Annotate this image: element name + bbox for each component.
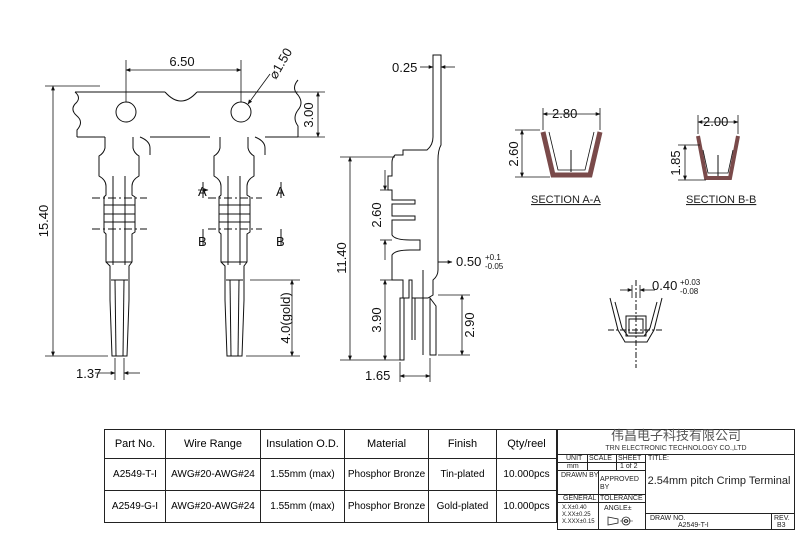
dim-3-90: 3.90 [369,307,384,332]
dim-15-40: 15.40 [36,205,51,238]
cell-insulation: 1.55mm (max) [260,490,345,523]
projection-symbol-icon [607,516,633,526]
dim-2-60-side: 2.60 [369,202,384,227]
title-block: 伟昌电子科技有限公司 TRN ELECTRONIC TECHNOLOGY CO.… [557,429,795,530]
sheet-label: SHEET [618,455,642,462]
header-insulation: Insulation O.D. [260,429,345,459]
dim-2-80: 2.80 [552,106,577,121]
approved-by-label: APPROVED BY [600,476,639,491]
dim-0-40-tol-plus: +0.03 [680,278,701,287]
cell-wire-range: AWG#20-AWG#24 [165,458,261,491]
dim-0-50: 0.50 [456,254,481,269]
section-bb [696,135,740,180]
cell-material: Phosphor Bronze [344,490,429,523]
drawing-title: 2.54mm pitch Crimp Terminal [647,475,791,487]
section-aa-label: SECTION A-A [531,194,601,206]
cell-part-no: A2549-G-I [104,490,166,523]
front-view [72,79,302,357]
header-wire-range: Wire Range [165,429,261,459]
cell-qty: 10.000pcs [496,458,557,491]
cell-qty: 10.000pcs [496,490,557,523]
cell-insulation: 1.55mm (max) [260,458,345,491]
cell-part-no: A2549-T-I [104,458,166,491]
side-dimensions [340,55,470,382]
section-mark-a-left: A [198,184,207,199]
dim-4-0-gold: 4.0(gold) [278,292,293,343]
dim-2-90: 2.90 [462,312,477,337]
end-view-dims [620,285,655,298]
dim-2-00: 2.00 [703,114,728,129]
rev-label: REV. [774,515,790,522]
drawn-by-label: DRAWN BY [561,472,599,479]
sheet-value: 1 of 2 [620,463,638,470]
section-mark-b-right: B [276,234,285,249]
header-qty: Qty/reel [496,429,557,459]
tol-3: X.XXX±0.15 [562,519,595,525]
unit-value: mm [567,463,579,470]
table-row: A2549-T-I AWG#20-AWG#24 1.55mm (max) Pho… [104,458,557,491]
tolerance-label: TOLERANCE [600,495,643,502]
cell-finish: Tin-plated [428,458,497,491]
dim-1-65: 1.65 [365,368,390,383]
section-mark-b-left: B [198,234,207,249]
dim-0-25: 0.25 [392,60,417,75]
unit-label: UNIT [566,455,583,462]
table-header-row: Part No. Wire Range Insulation O.D. Mate… [104,429,557,459]
front-dimensions [45,60,325,380]
header-finish: Finish [428,429,497,459]
dim-1-37: 1.37 [76,366,101,381]
section-bb-label: SECTION B-B [686,194,756,206]
general-label: GENERAL [563,495,597,502]
title-label: TITLE: [648,455,670,462]
angle-label: ANGLE± [604,505,632,512]
tol-2: X.XX±0.25 [562,512,591,518]
dim-1-85: 1.85 [668,150,683,175]
dim-0-40-tol-minus: -0.08 [680,287,699,296]
draw-no: A2549-T-I [678,522,709,529]
tol-1: X.X±0.40 [562,505,587,511]
section-bb-dims [678,115,739,181]
section-mark-a-right: A [276,184,285,199]
parts-table: Part No. Wire Range Insulation O.D. Mate… [104,429,557,523]
end-view [608,280,664,368]
side-view [387,54,442,361]
rev-value: B3 [777,522,786,529]
table-row: A2549-G-I AWG#20-AWG#24 1.55mm (max) Pho… [104,490,557,523]
dim-11-40: 11.40 [334,242,349,274]
dim-0-50-tol-plus: +0.1 [485,253,501,262]
company-name-cn: 伟昌电子科技有限公司 [610,429,741,444]
cell-wire-range: AWG#20-AWG#24 [165,490,261,523]
dim-2-60-section: 2.60 [506,141,521,166]
section-aa [540,131,603,178]
section-aa-dims [515,108,601,178]
cell-finish: Gold-plated [428,490,497,523]
scale-label: SCALE [589,455,612,462]
dim-3-00: 3.00 [301,102,316,127]
cell-material: Phosphor Bronze [344,458,429,491]
dim-6-50: 6.50 [169,54,194,69]
dim-0-40: 0.40 [652,278,677,293]
dim-dia-1-50: ⌀1.50 [266,45,296,81]
draw-no-label: DRAW NO. [650,515,686,522]
company-name-en: TRN ELECTRONIC TECHNOLOGY CO.,LTD [605,445,747,452]
header-part-no: Part No. [104,429,166,459]
dim-0-50-tol-minus: -0.05 [485,262,504,271]
header-material: Material [344,429,429,459]
